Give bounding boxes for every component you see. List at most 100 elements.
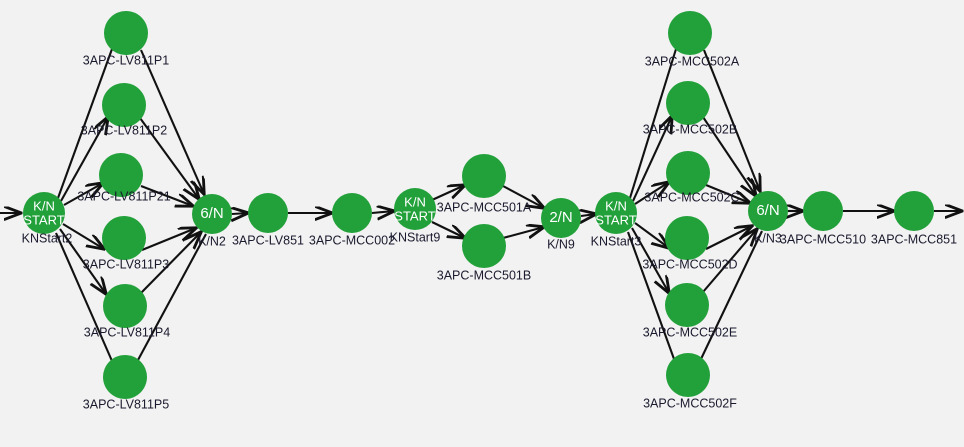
edge-knstart9-to-mcc501b [431,221,465,238]
edge-knstart9-to-mcc501a [431,185,465,201]
edge-lv811p2-to-kn2 [139,117,199,199]
node-circle-mcc502e[interactable] [665,283,709,327]
node-mcc502b[interactable]: 3APC-MCC502B [643,81,737,136]
node-circle-knstart2[interactable] [23,192,65,234]
node-caption-knstart9: KNStart9 [390,230,441,244]
node-circle-mcc510[interactable] [803,191,843,231]
node-lv811p21[interactable]: 3APC-LV811P21 [77,153,171,203]
edge-mcc501b-to-kn9 [502,227,544,238]
edge-mcc502a-to-kn3 [703,49,760,191]
node-caption-lv811p3: 3APC-LV811P3 [83,257,169,271]
node-caption-lv851: 3APC-LV851 [232,233,304,247]
node-mcc502c[interactable]: 3APC-MCC502C [644,151,740,204]
node-lv811p3[interactable]: 3APC-LV811P3 [83,216,169,271]
node-lv811p1[interactable]: 3APC-LV811P1 [83,11,169,67]
node-caption-lv811p21: 3APC-LV811P21 [77,189,170,203]
node-circle-mcc502a[interactable] [668,11,712,55]
node-caption-lv811p1: 3APC-LV811P1 [83,53,169,67]
edge-knstart2-to-lv811p21 [63,183,103,206]
edge-lv811p21-to-kn2 [140,185,193,206]
node-caption-mcc502e: 3APC-MCC502E [643,325,737,339]
node-lv851[interactable]: 3APC-LV851 [232,193,304,247]
node-caption-mcc502c: 3APC-MCC502C [644,190,739,204]
node-mcc510[interactable]: 3APC-MCC510 [780,191,866,246]
node-circle-kn2[interactable] [192,194,232,234]
node-caption-mcc851: 3APC-MCC851 [871,232,957,246]
edge-mcc002-to-knstart9 [371,211,394,213]
node-caption-kn3: K/N3 [754,231,782,245]
node-kn9[interactable]: 2/NK/N9 [541,198,581,251]
edge-mcc502c-to-kn3 [705,184,750,203]
node-caption-kn9: K/N9 [547,237,575,251]
node-caption-mcc502f: 3APC-MCC502F [643,396,737,410]
edge-knstart3-to-mcc502b [632,116,672,202]
node-caption-lv811p4: 3APC-LV811P4 [84,325,170,339]
node-circle-lv811p5[interactable] [103,355,147,399]
node-caption-kn2: K/N2 [198,234,226,248]
node-lv811p4[interactable]: 3APC-LV811P4 [84,284,170,339]
edge-kn9-to-knstart3 [581,214,596,216]
node-circle-mcc501a[interactable] [462,154,506,198]
node-mcc002[interactable]: 3APC-MCC002 [309,193,395,247]
edge-knstart3-to-mcc502d [634,222,669,248]
node-circle-mcc002[interactable] [332,193,372,233]
edge-kn2-to-lv851 [232,213,248,214]
node-mcc501b[interactable]: 3APC-MCC501B [437,224,531,282]
edge-lv811p4-to-kn2 [140,232,201,294]
node-mcc502f[interactable]: 3APC-MCC502F [643,353,737,410]
node-caption-lv811p5: 3APC-LV811P5 [83,397,169,411]
node-mcc501a[interactable]: 3APC-MCC501A [437,154,532,214]
edge-knstart2-to-lv811p1 [57,48,113,199]
node-lv811p5[interactable]: 3APC-LV811P5 [83,355,169,411]
edges-layer [0,48,962,362]
node-circle-lv811p3[interactable] [102,216,146,260]
node-circle-knstart9[interactable] [394,188,436,230]
edge-knstart2-to-lv811p5 [55,232,113,362]
node-circle-mcc502c[interactable] [666,151,710,195]
edge-knstart2-to-lv811p3 [62,223,104,249]
node-circle-mcc501b[interactable] [462,224,506,268]
edge-knstart3-to-mcc502f [627,231,675,360]
node-mcc502a[interactable]: 3APC-MCC502A [645,11,740,68]
edge-knstart2-to-lv811p2 [60,117,108,202]
node-caption-mcc501a: 3APC-MCC501A [437,200,532,214]
edge-lv811p1-to-kn2 [140,49,204,194]
edge-mcc502e-to-kn3 [702,229,757,293]
node-lv811p2[interactable]: 3APC-LV811P2 [81,83,167,137]
node-caption-lv811p2: 3APC-LV811P2 [81,123,167,137]
node-caption-mcc510: 3APC-MCC510 [780,232,866,246]
node-kn2[interactable]: 6/NK/N2 [192,194,232,248]
edge-mcc502b-to-kn3 [702,116,756,196]
node-circle-kn3[interactable] [748,191,788,231]
node-mcc502d[interactable]: 3APC-MCC502D [642,216,738,271]
node-circle-mcc502b[interactable] [666,81,710,125]
node-circle-mcc851[interactable] [894,191,934,231]
node-caption-mcc501b: 3APC-MCC501B [437,268,531,282]
edge-lv811p5-to-kn2 [137,233,207,361]
node-circle-kn9[interactable] [541,198,581,238]
edge-mcc502f-to-kn3 [700,230,763,360]
node-circle-lv811p4[interactable] [103,284,147,328]
node-caption-mcc502b: 3APC-MCC502B [643,122,737,136]
edge-knstart3-to-mcc502e [631,227,669,293]
node-circle-mcc502d[interactable] [665,216,709,260]
node-caption-mcc002: 3APC-MCC002 [309,233,395,247]
node-caption-mcc502d: 3APC-MCC502D [642,257,737,271]
node-mcc851[interactable]: 3APC-MCC851 [871,191,957,246]
node-circle-lv811p21[interactable] [99,153,143,197]
edge-knstart3-to-mcc502a [628,48,678,199]
node-circle-lv811p2[interactable] [102,83,146,127]
node-caption-knstart2: KNStart2 [22,231,73,245]
node-circle-lv851[interactable] [248,193,288,233]
node-mcc502e[interactable]: 3APC-MCC502E [643,283,737,339]
edge-knstart3-to-mcc502c [634,182,669,205]
node-circle-mcc502f[interactable] [666,353,710,397]
node-circle-knstart3[interactable] [595,192,637,234]
edge-mcc501a-to-kn9 [502,185,544,208]
node-circle-lv811p1[interactable] [104,11,148,55]
